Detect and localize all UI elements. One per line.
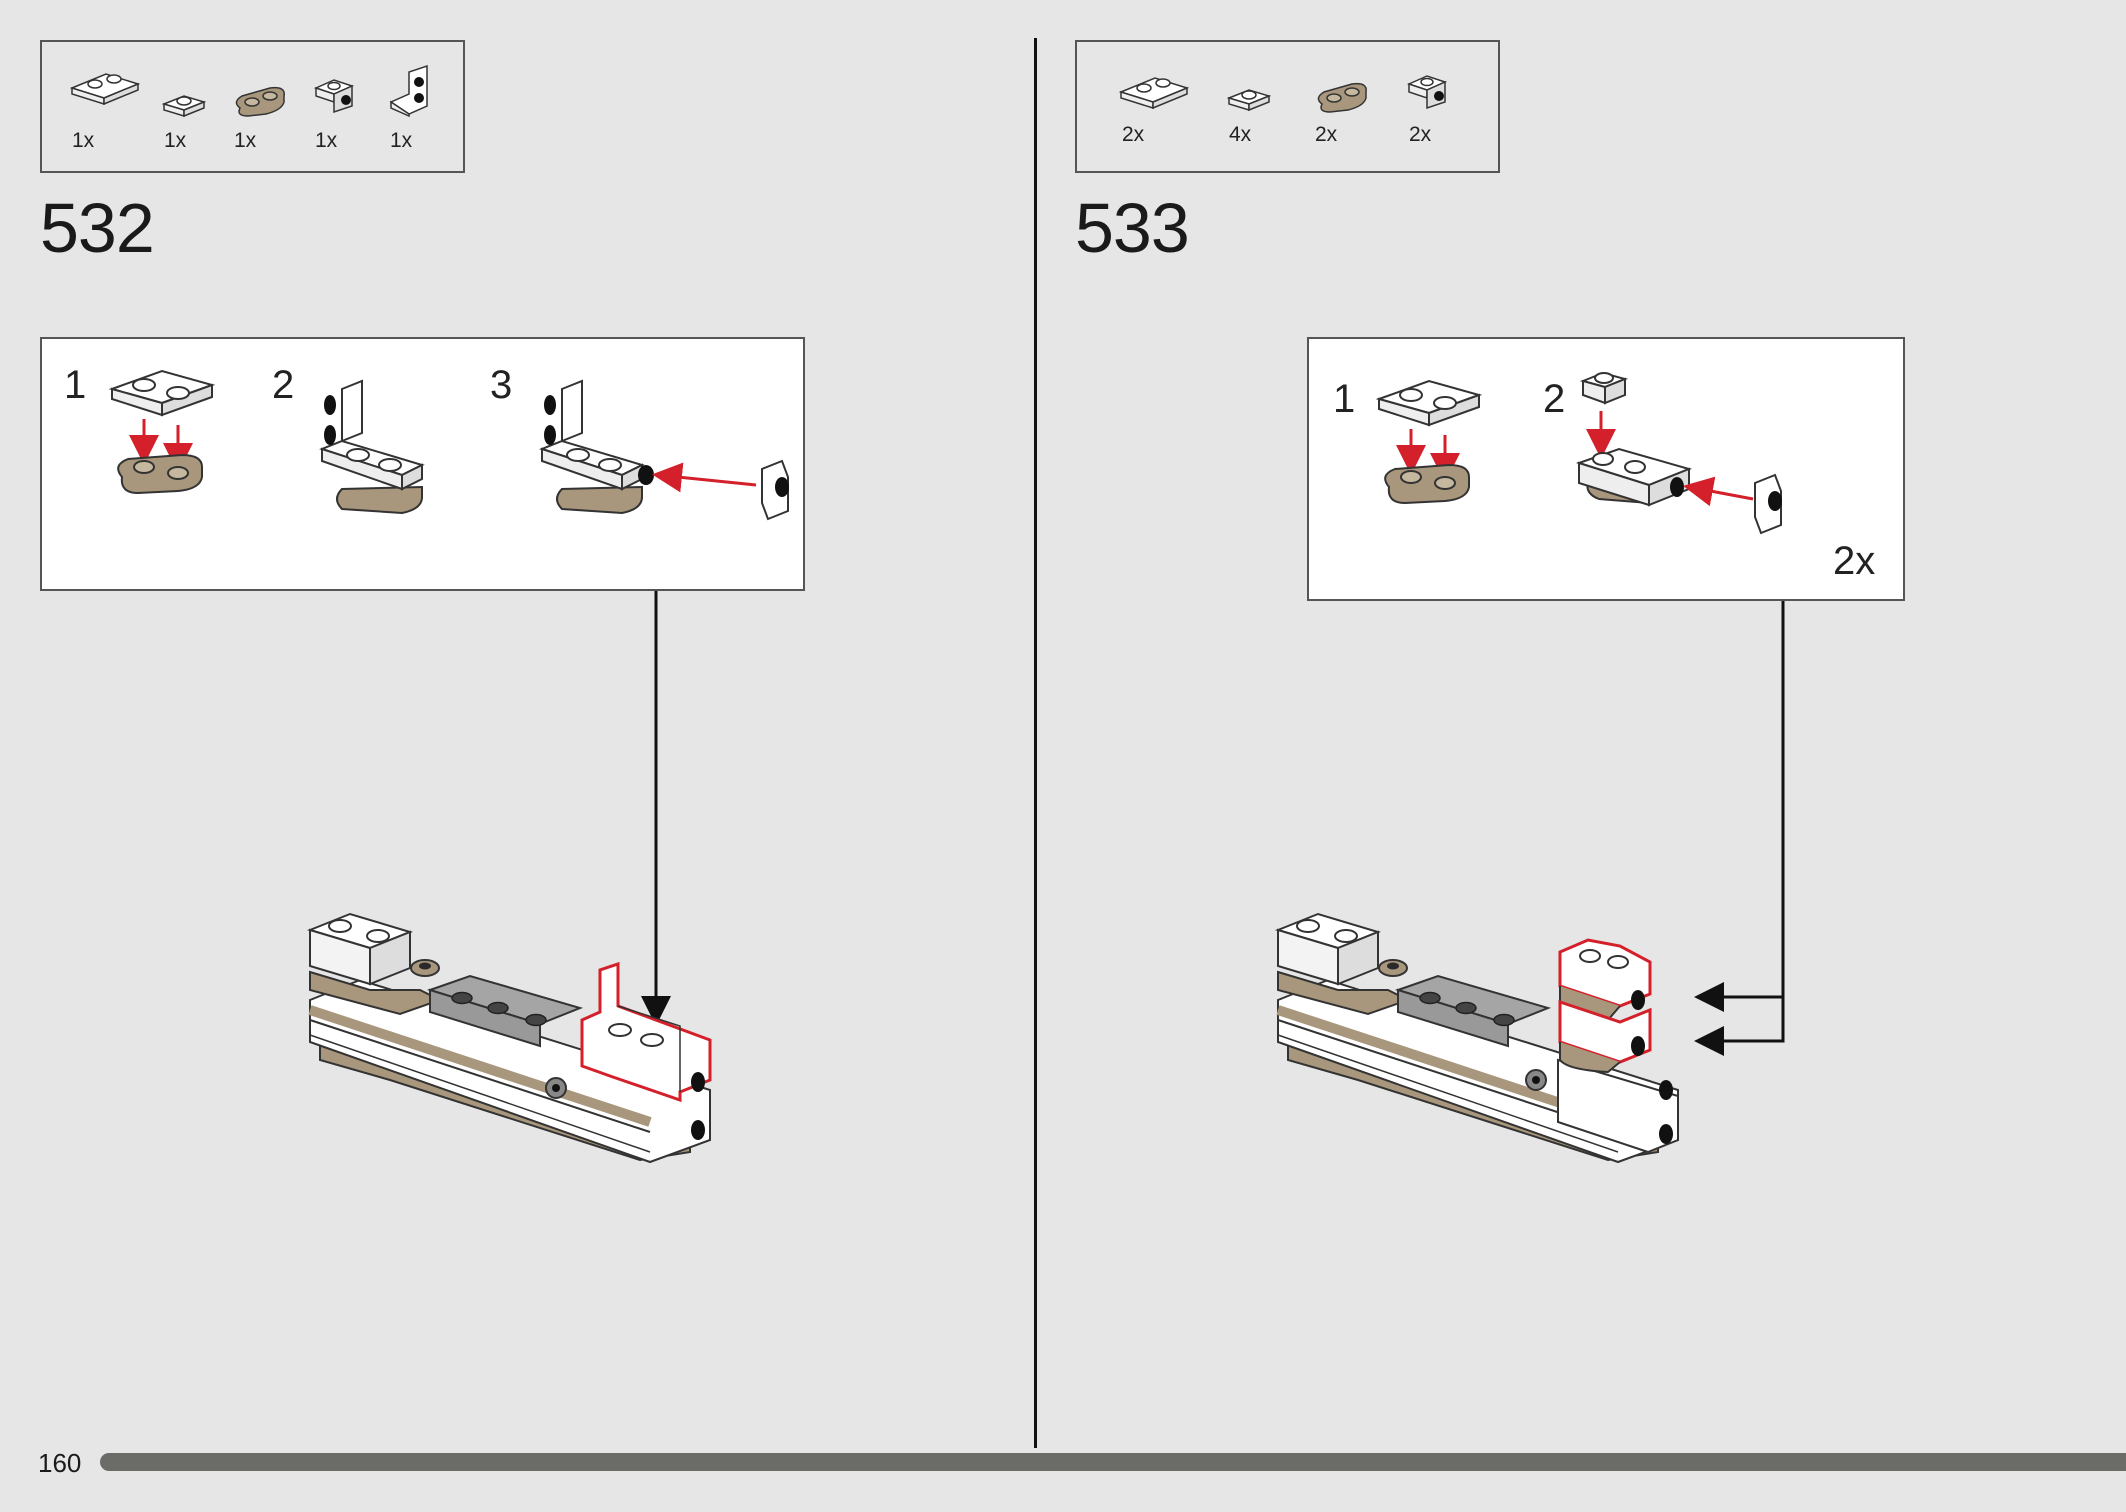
part-qty: 1x bbox=[72, 129, 95, 152]
part-qty: 2x bbox=[1315, 123, 1338, 146]
substep-number: 3 bbox=[490, 363, 513, 407]
parts-list-533: 2x 4x 2x 2x bbox=[1075, 40, 1500, 173]
subassembly-box-533: 1 2 2x bbox=[1307, 337, 1905, 601]
substep-number: 1 bbox=[1333, 377, 1356, 421]
part-qty: 1x bbox=[234, 129, 257, 152]
part-qty: 2x bbox=[1122, 123, 1145, 146]
tan-round-plate-1x2-icon bbox=[235, 86, 285, 117]
step-number: 532 bbox=[40, 189, 155, 267]
white-bracket-1x1-icon bbox=[1406, 75, 1448, 110]
parts-list-532: 1x 1x 1x 1x 1x bbox=[40, 40, 465, 173]
substep-number: 2 bbox=[1543, 377, 1566, 421]
substep-3-illustration bbox=[539, 379, 789, 521]
subassembly-multiplier: 2x bbox=[1833, 539, 1876, 583]
part-qty: 1x bbox=[315, 129, 338, 152]
progress-bar bbox=[100, 1453, 2126, 1471]
main-model-533 bbox=[1274, 912, 1679, 1164]
page-number: 160 bbox=[38, 1448, 82, 1478]
white-bracket-1x1-icon bbox=[313, 79, 355, 114]
white-plate-1x2-icon bbox=[69, 73, 141, 106]
substep-1-illustration bbox=[108, 369, 216, 495]
white-plate-1x1-icon bbox=[1226, 89, 1272, 112]
part-qty: 1x bbox=[164, 129, 187, 152]
white-plate-1x2-icon bbox=[1118, 77, 1190, 110]
substep-2-illustration bbox=[319, 379, 425, 515]
step-number: 533 bbox=[1075, 189, 1190, 267]
part-qty: 2x bbox=[1409, 123, 1432, 146]
part-qty: 1x bbox=[390, 129, 413, 152]
part-qty: 4x bbox=[1229, 123, 1252, 146]
page-divider bbox=[1034, 38, 1037, 1448]
substep-number: 1 bbox=[64, 363, 87, 407]
substep-2-illustration bbox=[1575, 371, 1782, 535]
substep-1-illustration bbox=[1375, 379, 1483, 505]
white-plate-1x1-icon bbox=[161, 95, 207, 118]
white-bracket-1x2-icon bbox=[389, 64, 428, 118]
subassembly-box-532: 1 2 3 bbox=[40, 337, 805, 591]
substep-number: 2 bbox=[272, 363, 295, 407]
main-model-532 bbox=[306, 912, 712, 1164]
tan-round-plate-1x2-icon bbox=[1317, 82, 1367, 113]
